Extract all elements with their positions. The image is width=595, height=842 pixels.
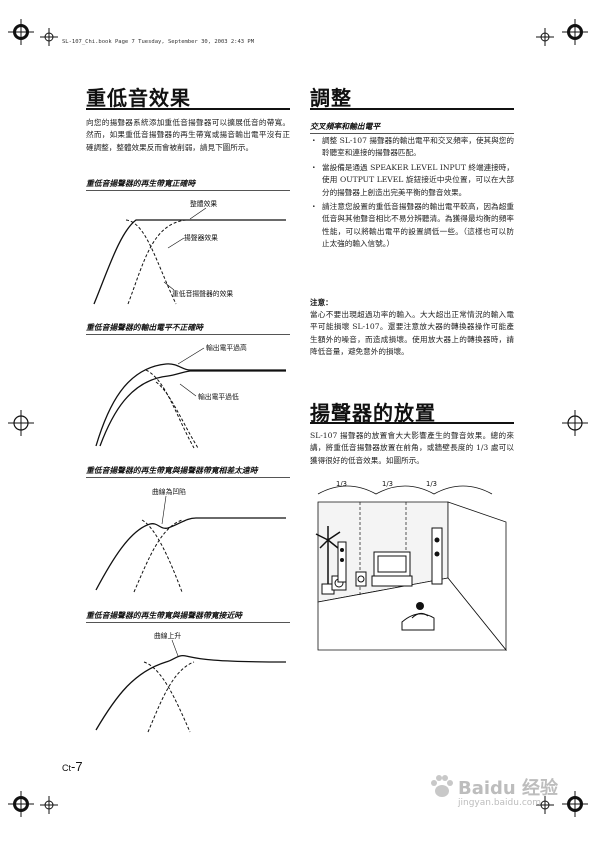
page-number: Ct-7 <box>62 756 83 775</box>
note-title: 注意： <box>310 298 333 307</box>
tv-icon <box>371 551 413 587</box>
label-curve-dip: 曲線為凹陷 <box>152 487 186 496</box>
figure-heading: 重低音揚聲器的再生帶寬與揚聲器帶寬接近時 <box>86 610 290 623</box>
speaker-icon <box>431 527 443 585</box>
placement-paragraph: SL-107 揚聲器的放置會大大影響產生的聲音效果。總的來講，將重低音揚聲器放置… <box>310 431 514 465</box>
watermark-url: jingyan.baidu.com <box>458 798 542 808</box>
bullet-item: 調整 SL-107 揚聲器的輸出電平和交叉頻率，使其與您的聆聽室和連接的揚聲器匹… <box>310 135 514 160</box>
response-diagram-rise: 曲線上升 <box>95 631 287 733</box>
registration-mark-icon <box>562 19 588 45</box>
registration-mark-icon <box>8 791 34 817</box>
listener-sofa-icon <box>401 602 435 631</box>
title-underline <box>310 108 514 110</box>
page-num: -7 <box>71 759 83 774</box>
response-diagram-level: 輸出電平過高 輸出電平過低 <box>95 343 286 449</box>
note-text: 當心不要出現超過功率的輸入。大大超出正常情況的輸入電平可能損壞 SL-107。還… <box>310 310 514 357</box>
page-prefix: Ct <box>62 763 71 773</box>
label-level-too-low: 輸出電平過低 <box>198 392 239 401</box>
label-overall-effect: 整體效果 <box>190 199 217 208</box>
subheading-crossover: 交叉頻率和輸出電平 <box>310 121 514 134</box>
response-diagram-correct: 整體效果 揚聲器效果 重低音揚聲器的效果 <box>93 199 286 305</box>
crosshair-icon <box>536 28 554 46</box>
section-title-subwoofer-effect: 重低音效果 <box>86 86 191 110</box>
file-header-line: SL-107_Chi.book Page 7 Tuesday, Septembe… <box>62 39 255 45</box>
fraction-label: 1/3 <box>426 480 437 488</box>
registration-mark-icon <box>562 410 588 436</box>
label-speaker-effect: 揚聲器效果 <box>184 233 218 242</box>
room-placement-illustration: 1/3 1/3 1/3 <box>315 480 507 652</box>
response-diagram-dip: 曲線為凹陷 <box>95 487 286 593</box>
figure-heading: 重低音揚聲器的再生帶寬與揚聲器帶寬相差太遠時 <box>86 465 290 478</box>
label-level-too-high: 輸出電平過高 <box>206 343 247 352</box>
plant-icon <box>315 526 341 595</box>
small-speaker-icon <box>355 571 367 587</box>
fraction-label: 1/3 <box>336 480 347 488</box>
title-underline <box>86 108 290 110</box>
crosshair-icon <box>536 796 554 814</box>
watermark-brand: Baidu 经验 <box>458 778 559 799</box>
registration-mark-icon <box>562 791 588 817</box>
crosshair-icon <box>40 796 58 814</box>
figure-heading: 重低音揚聲器的再生帶寬正確時 <box>86 178 290 191</box>
watermark: Baidu 经验 jingyan.baidu.com <box>428 772 578 816</box>
label-subwoofer-effect: 重低音揚聲器的效果 <box>172 289 233 298</box>
paw-logo-icon <box>431 775 453 797</box>
section-title-placement: 揚聲器的放置 <box>310 401 436 425</box>
figure-heading: 重低音揚聲器的輸出電平不正確時 <box>86 322 290 335</box>
registration-mark-icon <box>8 410 34 436</box>
crosshair-icon <box>40 28 58 46</box>
title-underline <box>310 422 514 424</box>
bullet-item: 請注意您設置的重低音揚聲器的輸出電平較高，因為超重低音與其他聲音相比不易分辨聽清… <box>310 201 514 251</box>
fraction-label: 1/3 <box>382 480 393 488</box>
adjustment-bullets: 調整 SL-107 揚聲器的輸出電平和交叉頻率，使其與您的聆聽室和連接的揚聲器匹… <box>310 135 514 253</box>
registration-mark-icon <box>8 19 34 45</box>
intro-paragraph: 向您的揚聲器系統添加重低音揚聲器可以擴展低音的帶寬。然而，如果重低音揚聲器的再生… <box>86 118 290 152</box>
section-title-adjustment: 調整 <box>310 86 352 110</box>
bullet-item: 當設備是通過 SPEAKER LEVEL INPUT 終端連接時，使用 OUTP… <box>310 162 514 199</box>
speaker-icon <box>337 541 347 583</box>
label-curve-rise: 曲線上升 <box>154 631 181 640</box>
